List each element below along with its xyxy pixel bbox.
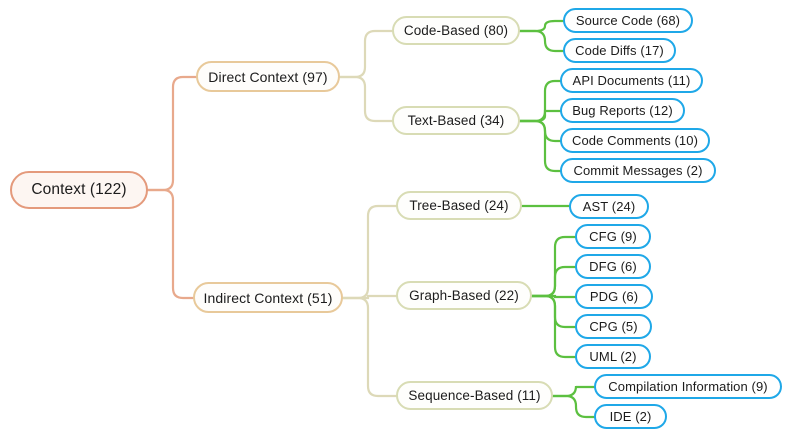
node-label: Graph-Based (22) — [409, 287, 519, 303]
edge-root-direct — [146, 75, 198, 192]
node-source-code[interactable]: Source Code (68) — [563, 8, 693, 33]
edge-direct-text-based — [338, 75, 394, 123]
node-indirect-context[interactable]: Indirect Context (51) — [193, 282, 343, 313]
node-label: PDG (6) — [589, 289, 639, 304]
node-code-based[interactable]: Code-Based (80) — [392, 16, 520, 45]
node-tree-based[interactable]: Tree-Based (24) — [396, 191, 522, 220]
edge-text-based-bug-reports — [518, 109, 562, 123]
node-label: Commit Messages (2) — [573, 163, 703, 178]
node-label: Text-Based (34) — [407, 112, 505, 128]
node-label: IDE (2) — [609, 409, 652, 424]
node-label: Source Code (68) — [575, 13, 681, 28]
node-label: CFG (9) — [589, 229, 637, 244]
node-label: API Documents (11) — [572, 73, 691, 88]
node-label: Context (122) — [31, 181, 127, 199]
node-bug-reports[interactable]: Bug Reports (12) — [560, 98, 685, 123]
node-ast[interactable]: AST (24) — [569, 194, 649, 219]
node-code-comments[interactable]: Code Comments (10) — [560, 128, 710, 153]
node-commit-messages[interactable]: Commit Messages (2) — [560, 158, 716, 183]
node-label: UML (2) — [589, 349, 637, 364]
node-label: Direct Context (97) — [208, 68, 328, 85]
edge-indirect-tree-based — [341, 204, 398, 300]
node-label: CPG (5) — [589, 319, 638, 334]
node-pdg[interactable]: PDG (6) — [575, 284, 653, 309]
edge-code-based-code-diffs — [518, 29, 565, 53]
edge-direct-code-based — [338, 29, 394, 79]
node-cfg[interactable]: CFG (9) — [575, 224, 651, 249]
node-api-documents[interactable]: API Documents (11) — [560, 68, 703, 93]
node-label: AST (24) — [582, 199, 636, 214]
node-dfg[interactable]: DFG (6) — [575, 254, 651, 279]
edge-root-indirect — [146, 188, 195, 300]
edge-graph-based-uml — [530, 294, 577, 359]
edge-graph-based-cpg — [530, 294, 577, 329]
edge-indirect-sequence-based — [341, 296, 398, 398]
node-label: DFG (6) — [589, 259, 637, 274]
node-label: Code Diffs (17) — [575, 43, 664, 58]
edge-sequence-based-ide — [551, 394, 596, 419]
node-context-root[interactable]: Context (122) — [10, 171, 148, 209]
node-label: Compilation Information (9) — [608, 379, 768, 394]
node-compilation-information[interactable]: Compilation Information (9) — [594, 374, 782, 399]
node-cpg[interactable]: CPG (5) — [575, 314, 652, 339]
edge-text-based-commit-messages — [518, 119, 562, 173]
node-code-diffs[interactable]: Code Diffs (17) — [563, 38, 676, 63]
edge-text-based-api-documents — [518, 79, 562, 123]
node-label: Sequence-Based (11) — [408, 387, 541, 403]
edge-sequence-based-compilation — [551, 385, 596, 398]
node-label: Bug Reports (12) — [572, 103, 673, 118]
node-sequence-based[interactable]: Sequence-Based (11) — [396, 381, 553, 410]
node-text-based[interactable]: Text-Based (34) — [392, 106, 520, 135]
edge-text-based-code-comments — [518, 119, 562, 143]
node-uml[interactable]: UML (2) — [575, 344, 651, 369]
edge-code-based-source-code — [518, 19, 565, 33]
node-label: Code-Based (80) — [403, 22, 509, 38]
node-label: Indirect Context (51) — [203, 289, 333, 306]
edge-graph-based-dfg — [530, 265, 577, 298]
node-direct-context[interactable]: Direct Context (97) — [196, 61, 340, 92]
edge-graph-based-pdg — [530, 294, 577, 299]
edge-graph-based-cfg — [530, 235, 577, 298]
edge-indirect-graph-based — [341, 294, 398, 300]
node-graph-based[interactable]: Graph-Based (22) — [396, 281, 532, 310]
node-label: Tree-Based (24) — [409, 197, 509, 213]
node-ide[interactable]: IDE (2) — [594, 404, 667, 429]
node-label: Code Comments (10) — [571, 133, 699, 148]
